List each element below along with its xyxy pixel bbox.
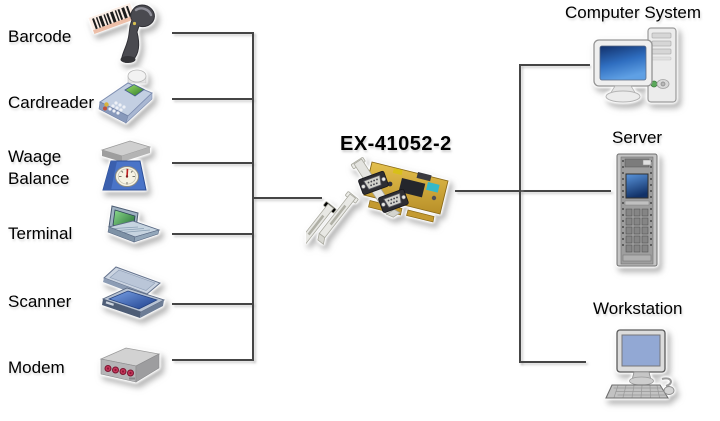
label-computer-system: Computer System — [565, 3, 702, 22]
label-terminal: Terminal — [8, 224, 73, 243]
label-modem: Modem — [8, 358, 65, 377]
connector-scanner — [172, 303, 253, 305]
flatbed-scanner-icon — [101, 266, 166, 318]
weighing-scale-icon — [100, 140, 152, 191]
card-title: EX-41052-2 — [340, 133, 452, 155]
connector-terminal — [172, 233, 253, 235]
connector-workstation — [519, 361, 586, 363]
label-workstation: Workstation — [593, 299, 683, 318]
workstation-icon — [605, 329, 675, 399]
label-cardreader: Cardreader — [8, 93, 94, 112]
server-tower-icon — [616, 153, 658, 267]
connector-computer-system — [519, 64, 590, 66]
connector-waage-balance — [172, 162, 253, 164]
right-bus-line — [519, 64, 521, 363]
spare-bracket-icon — [317, 191, 359, 245]
label-barcode: Barcode — [8, 27, 72, 46]
db9-port-icon — [358, 170, 389, 195]
spare-bracket-icon — [306, 201, 337, 249]
cardreader-icon — [98, 69, 153, 124]
label-waage-balance: Waage Balance — [8, 147, 70, 188]
db9-port-icon — [378, 188, 409, 213]
laptop-terminal-icon — [107, 205, 161, 243]
barcode-scanner-icon — [88, 2, 155, 63]
card-left-line — [252, 197, 322, 199]
connector-barcode — [172, 32, 253, 34]
desktop-pc-icon — [593, 27, 677, 103]
left-bus-line — [252, 32, 254, 361]
card-right-line — [455, 190, 611, 192]
label-scanner: Scanner — [8, 292, 72, 311]
connector-cardreader — [172, 98, 253, 100]
label-server: Server — [612, 128, 663, 147]
serial-pci-card-icon — [306, 157, 449, 249]
modem-icon — [99, 347, 161, 383]
connector-modem — [172, 359, 253, 361]
